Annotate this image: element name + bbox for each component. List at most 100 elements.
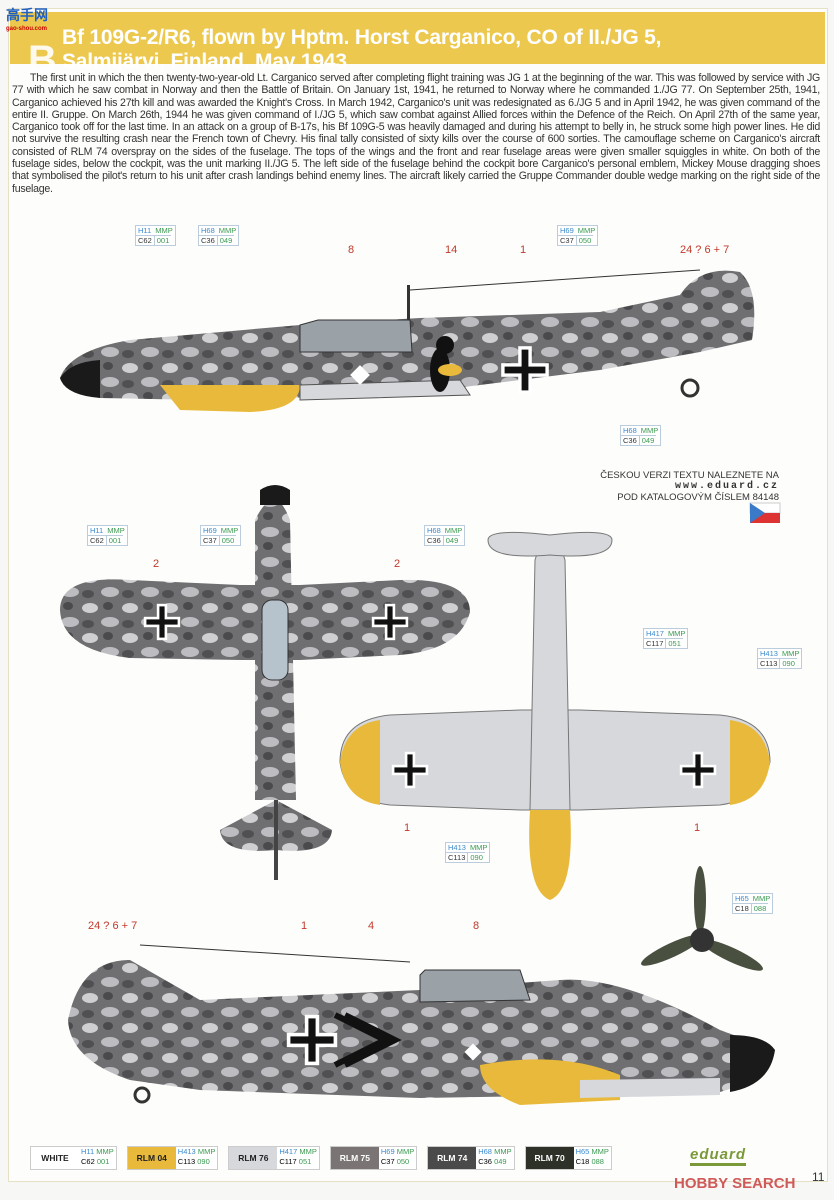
- mmp-code: 049: [638, 435, 657, 445]
- title-line-2: Salmijärvi, Finland, May 1943: [62, 50, 347, 73]
- decal-number: 1: [301, 920, 308, 932]
- mmp-label: MMP: [220, 526, 239, 535]
- h-code: H413: [177, 1147, 196, 1156]
- h-code: H65: [735, 894, 749, 903]
- profile-letter: B: [28, 38, 57, 82]
- c-code: C37: [558, 235, 576, 245]
- color-swatch: WHITE: [31, 1147, 79, 1169]
- c-code: C113: [177, 1157, 196, 1166]
- watermark-text: 高手网: [6, 7, 48, 23]
- mmp-code: 051: [298, 1157, 312, 1166]
- c-code: C36: [199, 235, 217, 245]
- mmp-code: 049: [494, 1157, 507, 1166]
- decal-number: 2: [394, 558, 401, 570]
- czech-note: ČESKOU VERZI TEXTU NALEZNETE NA www.edua…: [593, 470, 779, 503]
- c-code: C113: [446, 852, 468, 862]
- mmp-label: MMP: [197, 1147, 216, 1156]
- decal-number: 24 ? 6 + 7: [680, 244, 730, 256]
- decal-number: 8: [473, 920, 480, 932]
- c-code: C37: [380, 1157, 395, 1166]
- side-view-right: [68, 944, 775, 1105]
- h-code: H68: [623, 426, 637, 435]
- mmp-label: MMP: [781, 649, 800, 658]
- mmp-code: 050: [218, 535, 237, 545]
- c-code: C62: [88, 535, 106, 545]
- c-code: C36: [425, 535, 443, 545]
- c-code: C117: [644, 638, 666, 648]
- mmp-code: 088: [591, 1157, 604, 1166]
- h-code: H69: [560, 226, 574, 235]
- h-code: H417: [646, 629, 664, 638]
- mmp-label: MMP: [155, 226, 173, 235]
- h-code: H413: [760, 649, 778, 658]
- c-code: C36: [621, 435, 639, 445]
- czech-line-3: POD KATALOGOVÝM ČÍSLEM 84148: [617, 492, 779, 503]
- h-code: H417: [279, 1147, 298, 1156]
- h-code: H69: [380, 1147, 395, 1156]
- decal-number: 1: [520, 244, 527, 256]
- mmp-code: 090: [197, 1157, 210, 1166]
- c-code: C113: [758, 658, 780, 668]
- h-code: H68: [427, 526, 441, 535]
- propeller: [641, 866, 763, 971]
- mmp-code: 050: [575, 235, 594, 245]
- h-code: H65: [575, 1147, 590, 1156]
- mmp-code: 049: [216, 235, 235, 245]
- decal-number: 2: [153, 558, 160, 570]
- c-code: C37: [201, 535, 219, 545]
- mmp-code: 001: [96, 1157, 110, 1166]
- decal-number: 4: [368, 920, 375, 932]
- bottom-view: [339, 531, 771, 900]
- mmp-code: 001: [105, 535, 124, 545]
- mmp-code: 051: [665, 638, 683, 648]
- h-code: H11: [81, 1147, 95, 1156]
- header-bar: B Bf 109G-2/R6, flown by Hptm. Horst Car…: [10, 12, 825, 82]
- h-code: H68: [201, 226, 215, 235]
- color-swatch: RLM 74: [428, 1147, 477, 1169]
- mmp-code: 049: [442, 535, 461, 545]
- c-code: C36: [478, 1157, 492, 1166]
- h-code: H413: [448, 843, 466, 852]
- mmp-label: MMP: [299, 1147, 317, 1156]
- mmp-label: MMP: [752, 894, 771, 903]
- top-view: [60, 485, 470, 880]
- c-code: C62: [81, 1157, 95, 1166]
- mmp-label: MMP: [396, 1147, 415, 1156]
- c-code: C117: [279, 1157, 297, 1166]
- czech-url[interactable]: www.eduard.cz: [674, 481, 779, 492]
- mmp-label: MMP: [667, 629, 686, 638]
- decal-number: 1: [694, 822, 701, 834]
- history-text: The first unit in which the then twenty-…: [12, 72, 820, 195]
- decal-number: 8: [348, 244, 355, 256]
- page-title: Bf 109G-2/R6, flown by Hptm. Horst Carga…: [62, 26, 661, 74]
- mmp-label: MMP: [107, 526, 125, 535]
- mmp-label: MMP: [218, 226, 237, 235]
- page-number: 11: [812, 1170, 825, 1184]
- h-code: H69: [203, 526, 217, 535]
- h-code: H11: [138, 226, 152, 235]
- c-code: C62: [136, 235, 154, 245]
- mmp-code: 090: [467, 852, 485, 862]
- decal-number: 24 ? 6 + 7: [88, 920, 138, 932]
- mmp-code: 050: [396, 1157, 410, 1166]
- hobby-search-watermark: HOBBY SEARCH: [674, 1175, 796, 1192]
- color-swatch: RLM 04: [127, 1147, 176, 1169]
- mmp-label: MMP: [640, 426, 659, 435]
